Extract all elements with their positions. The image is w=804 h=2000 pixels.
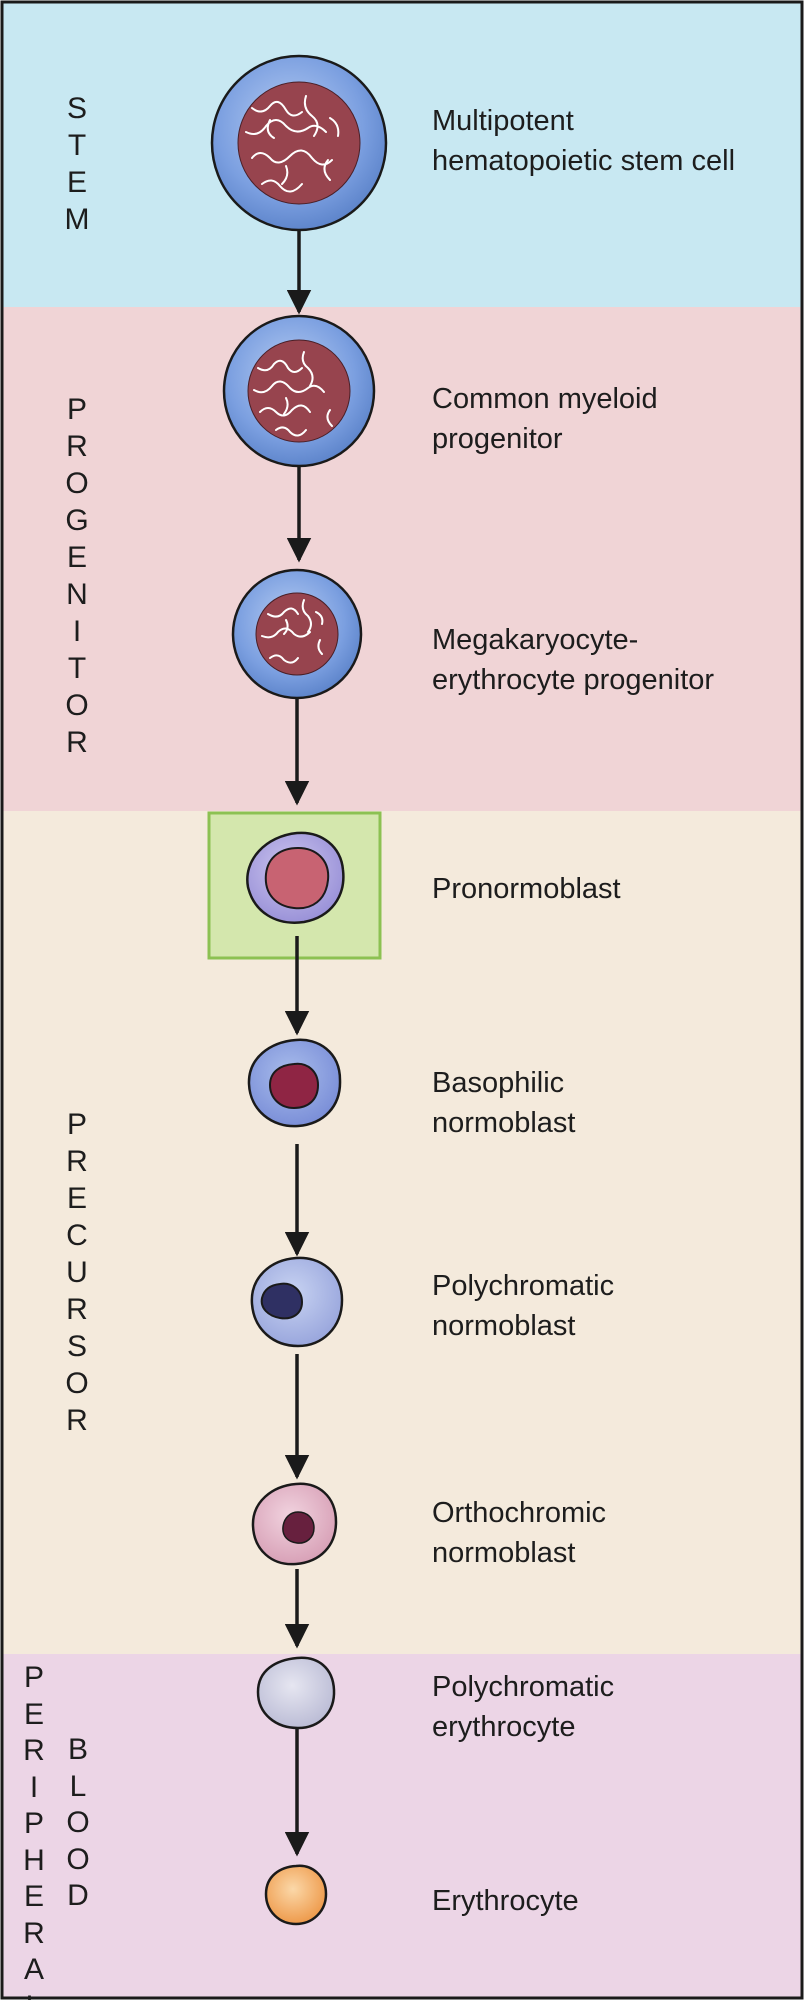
band-label-peripheral-letter: H bbox=[23, 1843, 45, 1877]
band-label-peripheral-letter: R bbox=[23, 1916, 45, 1950]
band-label-peripheral: PERIPHERAL bbox=[14, 1660, 54, 2000]
band-label-progenitor-letter: G bbox=[65, 504, 89, 537]
cell-pronormoblast bbox=[246, 831, 345, 924]
cell-common-myeloid-progenitor bbox=[222, 314, 376, 468]
band-label-progenitor-letter: O bbox=[65, 467, 89, 500]
band-label-precursor-letter: R bbox=[66, 1293, 88, 1326]
band-label-stem-letter: M bbox=[64, 203, 90, 236]
band-label-blood-letter: O bbox=[66, 1806, 90, 1839]
differentiation-arrows bbox=[284, 226, 312, 1857]
band-label-progenitor-letter: P bbox=[66, 393, 87, 426]
band-label-precursor-letter: S bbox=[66, 1330, 87, 1363]
band-label-progenitor-letter: T bbox=[67, 652, 87, 685]
label-mep: Megakaryocyte-erythrocyte progenitor bbox=[432, 624, 715, 696]
band-label-precursor-letter: O bbox=[65, 1367, 89, 1400]
band-progenitor bbox=[3, 307, 801, 811]
band-label-progenitor-letter: R bbox=[66, 726, 88, 759]
band-label-precursor-letter: P bbox=[66, 1108, 87, 1141]
band-label-peripheral-letter: R bbox=[23, 1734, 45, 1767]
band-label-precursor-letter: E bbox=[66, 1182, 87, 1215]
band-label-peripheral-letter: E bbox=[23, 1697, 44, 1731]
band-label-peripheral-letter: P bbox=[23, 1661, 44, 1694]
cell-mep bbox=[231, 568, 363, 700]
band-label-stem-letter: E bbox=[66, 166, 87, 199]
band-label-peripheral-letter: I bbox=[29, 1770, 39, 1804]
band-precursor bbox=[3, 811, 801, 1654]
band-label-progenitor-letter: I bbox=[72, 615, 82, 648]
band-label-stem-letter: S bbox=[66, 92, 87, 125]
cell-orthochromic-normoblast bbox=[251, 1482, 338, 1566]
cell-multipotent-hsc bbox=[210, 54, 388, 232]
band-label-blood-letter: L bbox=[69, 1769, 87, 1803]
label-pronormoblast: Pronormoblast bbox=[432, 873, 621, 905]
band-label-precursor-letter: R bbox=[66, 1404, 88, 1437]
band-label-progenitor-letter: N bbox=[66, 578, 88, 611]
band-label-stem-letter: T bbox=[67, 129, 87, 162]
band-label-progenitor-letter: R bbox=[66, 430, 88, 463]
cell-polychromatic-erythrocyte bbox=[256, 1656, 336, 1730]
band-label-peripheral-letter: A bbox=[23, 1953, 44, 1986]
label-erythrocyte: Erythrocyte bbox=[432, 1885, 579, 1917]
band-label-precursor-letter: C bbox=[66, 1219, 88, 1252]
band-label-precursor-letter: R bbox=[66, 1145, 88, 1178]
band-label-blood-letter: D bbox=[67, 1879, 89, 1912]
band-label-blood-letter: O bbox=[66, 1842, 90, 1876]
band-peripheral-blood bbox=[3, 1654, 801, 1997]
cell-basophilic-normoblast bbox=[247, 1038, 342, 1128]
cell-erythrocyte bbox=[264, 1864, 328, 1926]
band-stem bbox=[3, 3, 801, 307]
band-label-peripheral-letter: E bbox=[23, 1880, 44, 1913]
band-label-progenitor-letter: E bbox=[66, 541, 87, 574]
cell-polychromatic-normoblast bbox=[250, 1256, 344, 1348]
band-label-peripheral-letter: L bbox=[26, 1989, 43, 2000]
band-label-peripheral-letter: P bbox=[23, 1807, 44, 1840]
band-label-precursor-letter: U bbox=[66, 1256, 88, 1289]
band-label-blood-letter: B bbox=[67, 1733, 88, 1766]
band-label-progenitor-letter: O bbox=[65, 689, 89, 722]
